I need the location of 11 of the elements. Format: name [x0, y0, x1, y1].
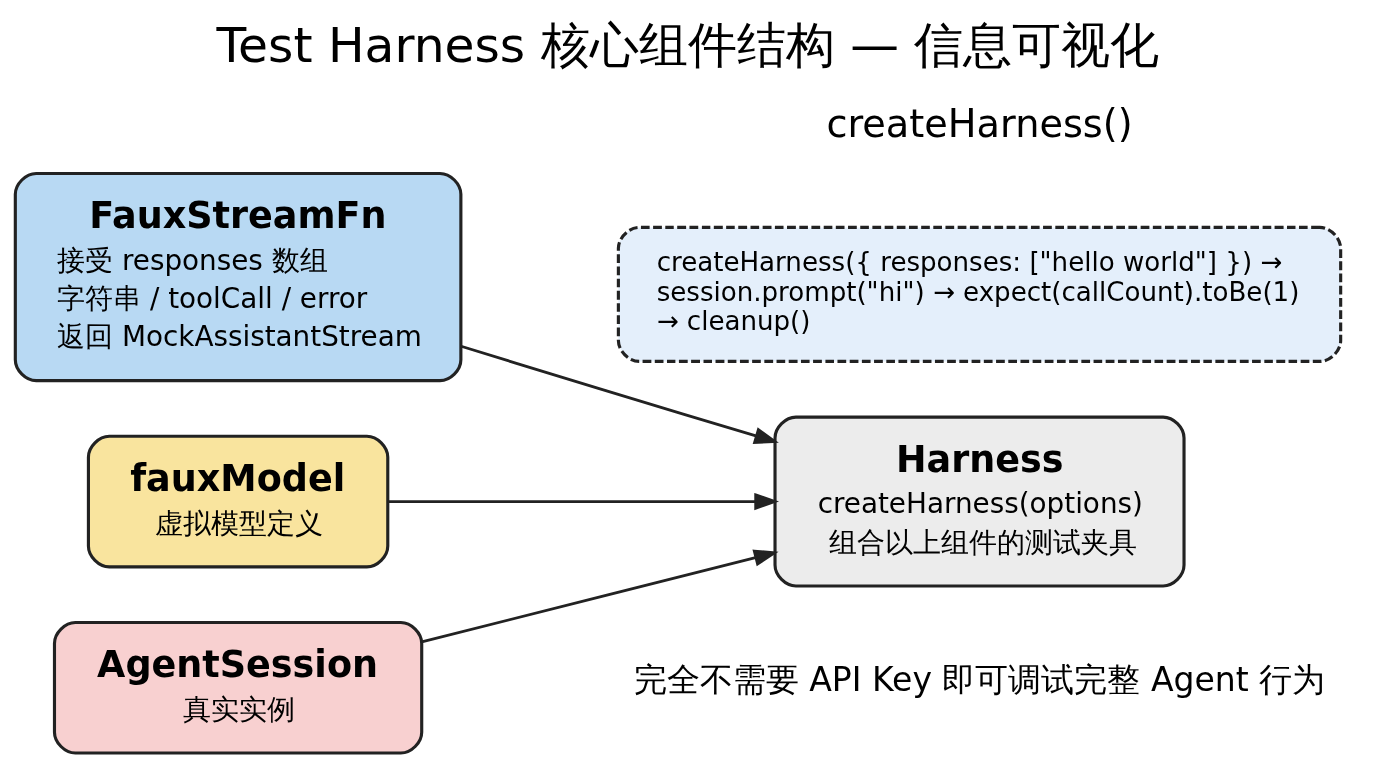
- arrow: [387, 492, 779, 510]
- node-box: AgentSession 真实实例: [52, 620, 424, 755]
- arrow: [460, 344, 779, 444]
- node-box: fauxModel 虚拟模型定义: [86, 434, 390, 568]
- diagram-title: Test Harness 核心组件结构 — 信息可视化: [216, 16, 1160, 73]
- arrow: [421, 549, 779, 643]
- node-box: FauxStreamFn 接受 responses 数组 字符串 / toolCall / error 返回 MockAssistantStream: [13, 171, 463, 382]
- node-box: createHarness({ responses: ["hello world"] }) → session.prompt("hi") → expect(callCount).toBe(1) → cleanup(): [616, 225, 1343, 363]
- node-box: Harness createHarness(options) 组合以上组件的测试夹具: [773, 415, 1186, 588]
- caption: 完全不需要 API Key 即可调试完整 Agent 行为: [633, 659, 1326, 699]
- label: createHarness(): [826, 100, 1133, 146]
